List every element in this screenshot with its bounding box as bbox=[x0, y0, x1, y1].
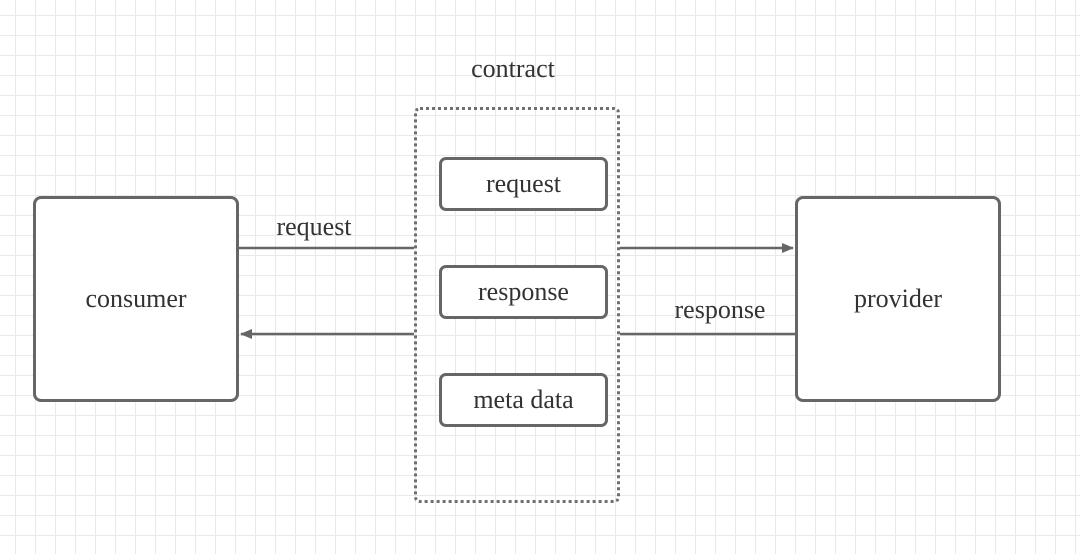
consumer-node: consumer bbox=[33, 196, 239, 402]
contract-item-meta-data: meta data bbox=[439, 373, 608, 427]
contract-title: contract bbox=[471, 54, 555, 83]
contract-item-request: request bbox=[439, 157, 608, 211]
provider-node: provider bbox=[795, 196, 1001, 402]
response-edge-label: response bbox=[674, 295, 766, 324]
request-edge-label: request bbox=[276, 212, 352, 241]
contract-container bbox=[414, 107, 620, 503]
contract-item-response: response bbox=[439, 265, 608, 319]
